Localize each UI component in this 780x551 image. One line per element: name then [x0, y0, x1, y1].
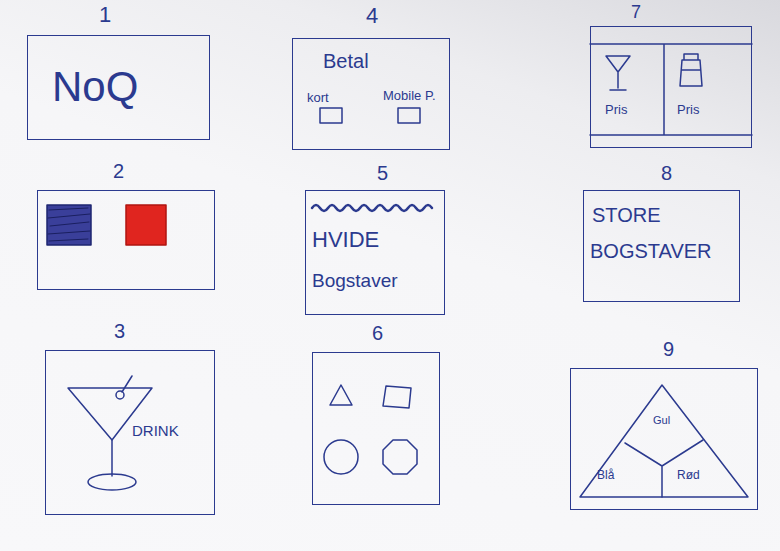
panel-text: Pris: [677, 103, 699, 116]
sketch-panel: 9GulBlåRød: [570, 368, 758, 510]
bottle-icon: [680, 54, 702, 86]
panel-text: Blå: [597, 469, 614, 481]
panel-text: NoQ: [52, 66, 138, 108]
panel-text: BOGSTAVER: [590, 241, 712, 261]
scribble: [312, 205, 432, 211]
panel-text: Bogstaver: [312, 271, 398, 290]
panel-text: DRINK: [132, 423, 179, 438]
panel-number: 1: [99, 4, 111, 26]
sketch-panel: 5HVIDEBogstaver: [305, 190, 445, 315]
panel-number: 5: [377, 163, 388, 183]
panel-text: Gul: [653, 415, 670, 426]
red-square: [126, 205, 166, 245]
colour-triangle: [580, 385, 748, 497]
panel-number: 4: [366, 5, 378, 27]
panel-number: 7: [631, 3, 641, 21]
sketch-panel: 8STOREBOGSTAVER: [583, 190, 740, 302]
square-shape: [383, 386, 411, 408]
panel-text: HVIDE: [312, 229, 379, 251]
card-button: [320, 108, 342, 123]
panel-text: Betal: [323, 51, 369, 71]
mobilepay-button: [398, 108, 420, 123]
circle-shape: [324, 440, 358, 474]
cocktail-icon: [606, 56, 630, 90]
sketch-panel: 6: [312, 352, 440, 505]
sketch-panel: 4BetalkortMobile P.: [292, 38, 450, 150]
panel-number: 3: [114, 321, 125, 341]
octagon-shape: [383, 440, 417, 474]
blue-square: [47, 205, 91, 245]
panel-text: Mobile P.: [383, 89, 436, 102]
triangle-shape: [330, 385, 352, 405]
panel-number: 8: [661, 163, 672, 183]
sketch-panel: 3DRINK: [45, 350, 215, 515]
panel-number: 2: [113, 161, 124, 181]
panel-text: kort: [307, 91, 329, 104]
sketch-panel: 2: [37, 190, 215, 290]
panel-number: 6: [372, 323, 383, 343]
panel-text: STORE: [592, 205, 661, 225]
panel-number: 9: [663, 339, 674, 359]
menu-grid: [590, 44, 752, 135]
panel-text: Pris: [605, 103, 627, 116]
sketch-panel: 7PrisPris: [590, 26, 752, 148]
panel-text: Rød: [677, 469, 700, 481]
sketch-panel: 1NoQ: [27, 35, 210, 140]
